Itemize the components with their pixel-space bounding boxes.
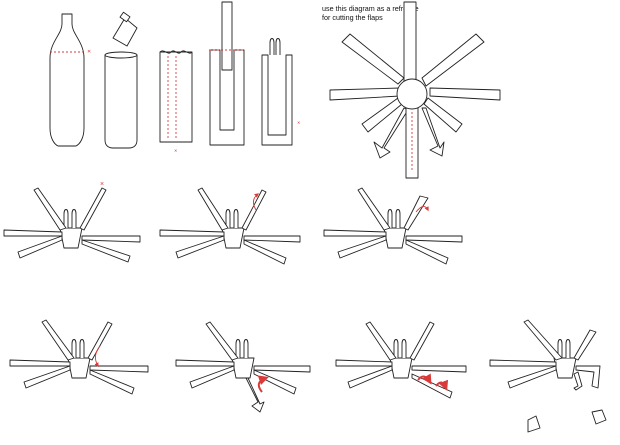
crab-step-1: ×	[4, 181, 140, 262]
crab-step-5	[176, 322, 310, 412]
crab-step-4	[10, 320, 148, 394]
crab-step-3	[324, 188, 462, 264]
bottle-long-strip	[209, 2, 245, 145]
bottle-top-removed	[105, 12, 137, 148]
bottle-whole: ✕	[50, 14, 91, 146]
crab-step-2	[160, 188, 300, 264]
bottle-eyes-cut: ✕	[262, 39, 300, 146]
bottle-cut-strip: ✕	[160, 51, 192, 153]
svg-text:✕: ✕	[297, 120, 300, 125]
svg-text:✕: ✕	[174, 148, 177, 153]
svg-text:✕: ✕	[87, 49, 91, 55]
crab-final	[490, 320, 606, 432]
svg-text:×: ×	[100, 181, 104, 188]
crab-step-6	[336, 322, 466, 398]
flap-reference-diagram	[330, 2, 500, 178]
